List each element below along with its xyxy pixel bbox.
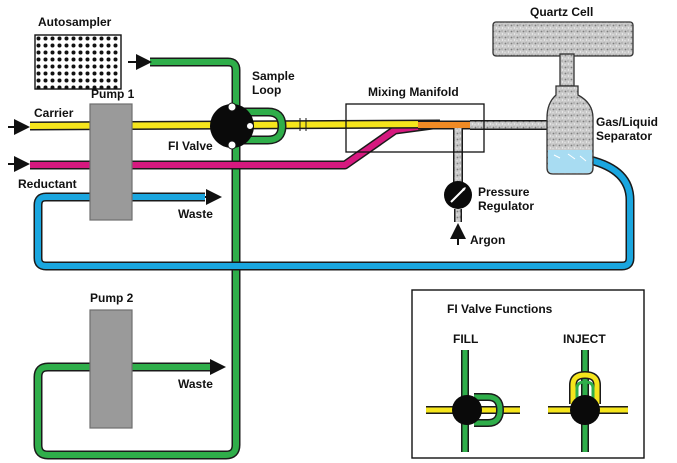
inset-title: FI Valve Functions bbox=[447, 302, 553, 316]
pump2-label: Pump 2 bbox=[90, 291, 134, 305]
fi-valve-functions-inset: FI Valve Functions FILL INJECT bbox=[411, 289, 645, 459]
mixing-manifold-box bbox=[345, 103, 485, 153]
pump1-body bbox=[89, 103, 133, 221]
quartz-cell-label: Quartz Cell bbox=[530, 5, 593, 19]
inset-inject-label: INJECT bbox=[563, 332, 606, 346]
autosampler-label: Autosampler bbox=[38, 15, 112, 29]
reductant-label: Reductant bbox=[18, 177, 77, 191]
fi-valve bbox=[210, 102, 287, 150]
autosampler bbox=[34, 34, 122, 90]
fi-valve-label: FI Valve bbox=[168, 139, 213, 153]
drain-line bbox=[33, 155, 635, 271]
valve-icon bbox=[210, 104, 254, 148]
pressure-label-2: Regulator bbox=[478, 199, 534, 213]
waste-top-label: Waste bbox=[178, 207, 213, 221]
carrier-label: Carrier bbox=[34, 106, 74, 120]
pump2-body bbox=[89, 309, 133, 429]
sample-loop-label-1: Sample bbox=[252, 69, 295, 83]
mixed-line bbox=[418, 120, 555, 182]
mixing-manifold-label: Mixing Manifold bbox=[368, 85, 459, 99]
sample-loop-label-2: Loop bbox=[252, 83, 281, 97]
fill-valve-icon bbox=[426, 350, 520, 452]
inset-fill-label: FILL bbox=[453, 332, 478, 346]
sample-line bbox=[33, 57, 241, 460]
quartz-cell bbox=[492, 21, 634, 87]
waste-bottom-label: Waste bbox=[178, 377, 213, 391]
pump1-label: Pump 1 bbox=[91, 87, 135, 101]
inject-valve-icon bbox=[548, 350, 628, 452]
gas-liquid-separator bbox=[546, 85, 594, 175]
pressure-regulator bbox=[444, 181, 472, 245]
separator-label-1: Gas/Liquid bbox=[596, 115, 658, 129]
argon-label: Argon bbox=[470, 233, 505, 247]
separator-label-2: Separator bbox=[596, 129, 652, 143]
pressure-label-1: Pressure bbox=[478, 185, 530, 199]
